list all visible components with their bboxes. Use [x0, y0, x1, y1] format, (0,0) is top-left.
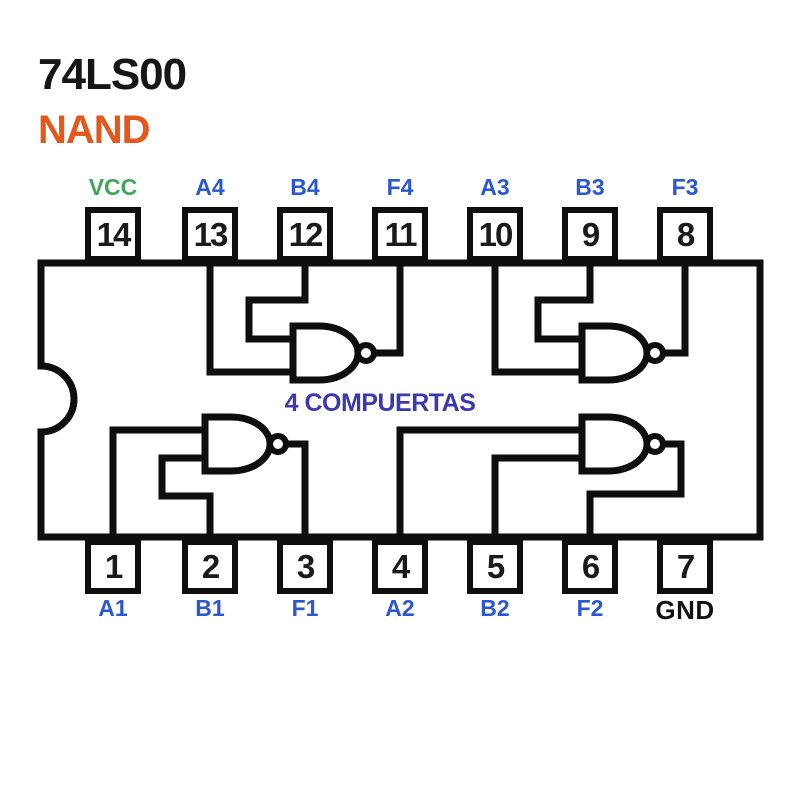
pin-label-a4: A4 [195, 174, 225, 200]
nand-gate-2-body [578, 413, 651, 475]
pin-label-f2: F2 [576, 595, 604, 621]
wire-pin5-input [491, 454, 582, 543]
nand-gate-2-bubble-icon [644, 433, 666, 455]
wire-pin6-output [586, 440, 685, 543]
pin-box-2: 2 [182, 539, 238, 594]
pin-box-14: 14 [85, 207, 141, 262]
wire-pin2-input [158, 454, 214, 543]
pin-box-1: 1 [85, 539, 141, 594]
pin-label-a1: A1 [98, 595, 128, 621]
pin-box-6: 6 [562, 539, 618, 594]
pin-label-b3: B3 [575, 174, 605, 200]
nand-gate-1-bubble-icon [267, 433, 289, 455]
pin-label-f3: F3 [671, 174, 699, 200]
pin-box-8: 8 [657, 207, 713, 262]
wire-pin3-output [286, 440, 309, 543]
wire-pin9-input [534, 257, 594, 343]
pin-box-10: 10 [467, 207, 523, 262]
nand-gate-3-body [578, 322, 651, 384]
chip-title: 74LS00 [38, 50, 187, 99]
wire-pin11-output [374, 257, 404, 357]
pin-box-7: 7 [657, 539, 713, 594]
wire-pin13-input [206, 257, 293, 376]
pin-label-gnd: GND [655, 595, 715, 625]
pin-label-f1: F1 [291, 595, 319, 621]
pin-label-a3: A3 [480, 174, 510, 200]
pin-box-4: 4 [372, 539, 428, 594]
pin-label-b4: B4 [290, 174, 320, 200]
pin-label-vcc: VCC [88, 174, 138, 200]
pin-box-13: 13 [182, 207, 238, 262]
pin-box-3: 3 [277, 539, 333, 594]
pin-label-b1: B1 [195, 595, 225, 621]
wire-pin12-input [245, 257, 309, 343]
wire-pin10-input [491, 257, 582, 376]
gate-type-label: NAND [38, 108, 151, 152]
nand-gate-3-bubble-icon [644, 342, 666, 364]
pin-label-a2: A2 [385, 595, 415, 621]
ic-body-outline [37, 259, 764, 541]
pin-box-9: 9 [562, 207, 618, 262]
pin-box-12: 12 [277, 207, 333, 262]
pin-label-f4: F4 [386, 174, 414, 200]
nand-gate-4-bubble-icon [355, 342, 377, 364]
wire-pin8-output [663, 257, 689, 357]
nand-gate-1-body [201, 413, 274, 475]
pin-box-5: 5 [467, 539, 523, 594]
pin-label-b2: B2 [480, 595, 510, 621]
gate-count-caption: 4 COMPUERTAS [284, 389, 476, 417]
wire-pin1-input [109, 426, 205, 543]
nand-gate-4-body [289, 322, 362, 384]
pin-box-11: 11 [372, 207, 428, 262]
wire-pin4-input [396, 426, 582, 543]
